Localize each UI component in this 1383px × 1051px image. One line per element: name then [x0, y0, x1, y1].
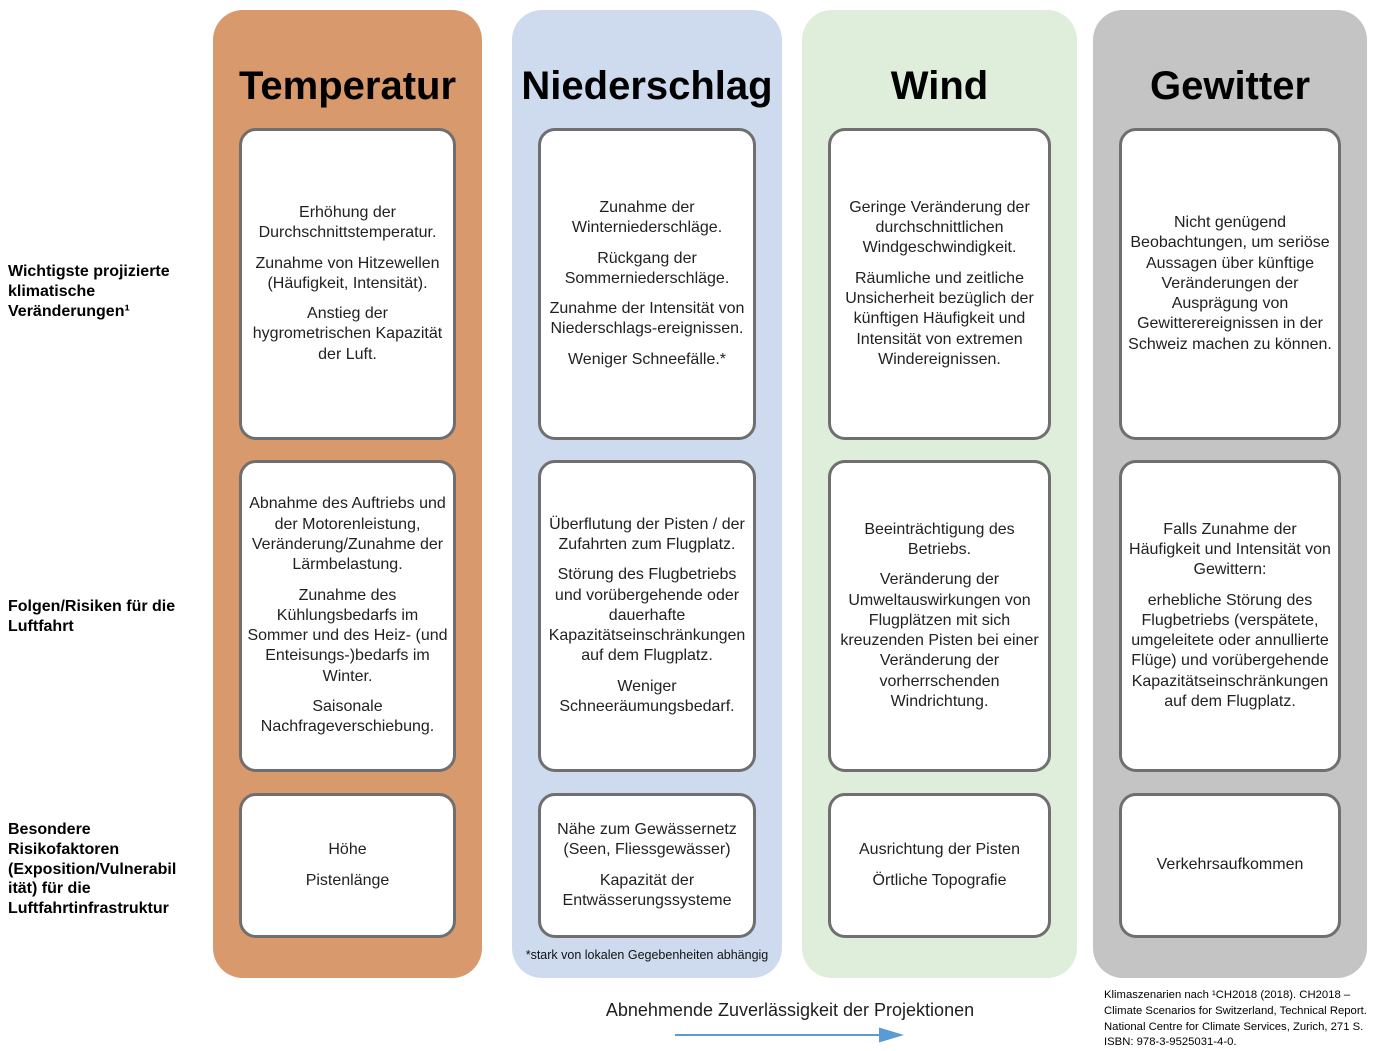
- card-paragraph: Geringe Veränderung der durchschnittlich…: [849, 198, 1030, 257]
- card-paragraph: Höhe: [328, 841, 367, 859]
- card-wind-climate-changes: Geringe Veränderung der durchschnittlich…: [828, 128, 1051, 440]
- card-paragraph: Saisonale Nachfrageverschiebung.: [260, 698, 435, 736]
- card-paragraph: Zunahme des Kühlungsbedarfs im Sommer un…: [247, 586, 448, 685]
- card-paragraph: erhebliche Störung des Flugbetriebs (ver…: [1131, 591, 1329, 711]
- card-paragraph: Nicht genügend Beobachtungen, um seriöse…: [1128, 213, 1332, 353]
- row-label-projected-climate-changes: Wichtigste projizierte klimatische Verän…: [8, 263, 170, 320]
- column-title-niederschlag: Niederschlag: [521, 64, 773, 108]
- card-paragraph: Weniger Schneefälle.*: [567, 350, 727, 368]
- card-paragraph: Rückgang der Sommerniederschläge.: [564, 249, 730, 287]
- card-paragraph: Pistenlänge: [305, 871, 390, 889]
- card-paragraph: Verkehrsaufkommen: [1156, 856, 1304, 874]
- card-paragraph: Räumliche und zeitliche Unsicherheit bez…: [845, 269, 1034, 368]
- card-paragraph: Örtliche Topografie: [872, 871, 1007, 889]
- card-paragraph: Zunahme der Intensität von Niederschlags…: [549, 300, 745, 338]
- card-paragraph: Nähe zum Gewässernetz (Seen, Fliessgewäs…: [557, 820, 737, 859]
- row-label-special-risk-factors: Besondere Risikofaktoren (Exposition/Vul…: [8, 821, 177, 918]
- card-paragraph: Veränderung der Umweltauswirkungen von F…: [840, 571, 1039, 711]
- card-paragraph: Überflutung der Pisten / der Zufahrten z…: [549, 515, 745, 553]
- card-paragraph: Störung des Flugbetriebs und vorübergehe…: [548, 566, 746, 665]
- reliability-arrow-label: Abnehmende Zuverlässigkeit der Projektio…: [605, 1000, 975, 1020]
- card-paragraph: Ausrichtung der Pisten: [859, 841, 1020, 859]
- card-gewitter-risks: Falls Zunahme der Häufigkeit und Intensi…: [1119, 460, 1341, 772]
- card-paragraph: Anstieg der hygrometrischen Kapazität de…: [252, 305, 443, 363]
- card-gewitter-risk-factors: Verkehrsaufkommen: [1119, 793, 1341, 938]
- card-paragraph: Zunahme von Hitzewellen (Häufigkeit, Int…: [255, 254, 440, 292]
- card-niederschlag-risks: Überflutung der Pisten / der Zufahrten z…: [538, 460, 756, 772]
- card-wind-risks: Beeinträchtigung des Betriebs. Veränderun…: [828, 460, 1051, 772]
- row-label-aviation-risks: Folgen/Risiken für die Luftfahrt: [8, 598, 176, 635]
- source-note: Klimaszenarien nach ¹CH2018 (2018). CH20…: [1104, 989, 1367, 1049]
- column-title-gewitter: Gewitter: [1149, 64, 1311, 108]
- column-title-temperatur: Temperatur: [238, 64, 457, 108]
- card-paragraph: Zunahme der Winterniederschläge.: [571, 198, 723, 237]
- card-paragraph: Falls Zunahme der Häufigkeit und Intensi…: [1129, 520, 1331, 579]
- card-niederschlag-climate-changes: Zunahme der Winterniederschläge. Rückgang…: [538, 128, 756, 440]
- card-gewitter-climate-changes: Nicht genügend Beobachtungen, um seriöse…: [1119, 128, 1341, 440]
- card-paragraph: Weniger Schneeräumungsbedarf.: [559, 677, 735, 716]
- card-temperatur-climate-changes: Erhöhung der Durchschnittstemperatur. Zun…: [239, 128, 456, 440]
- card-paragraph: Beeinträchtigung des Betriebs.: [864, 520, 1015, 558]
- column-niederschlag: Niederschlag Zunahme der Winterniedersch…: [512, 10, 782, 978]
- local-conditions-footnote: *stark von lokalen Gegebenheiten abhängi…: [525, 948, 769, 962]
- column-wind: Wind Geringe Veränderung der durchschnit…: [802, 10, 1077, 978]
- column-title-wind: Wind: [890, 64, 989, 108]
- column-temperatur: Temperatur Erhöhung der Durchschnittstem…: [213, 10, 482, 978]
- card-paragraph: Erhöhung der Durchschnittstemperatur.: [258, 203, 437, 242]
- card-paragraph: Abnahme des Auftriebs und der Motorenlei…: [249, 495, 446, 574]
- arrow-right-icon: [675, 1026, 905, 1044]
- column-gewitter: Gewitter Nicht genügend Beobachtungen, u…: [1093, 10, 1367, 978]
- card-temperatur-risks: Abnahme des Auftriebs und der Motorenlei…: [239, 460, 456, 772]
- card-paragraph: Kapazität der Entwässerungssysteme: [562, 871, 732, 909]
- card-niederschlag-risk-factors: Nähe zum Gewässernetz (Seen, Fliessgewäs…: [538, 793, 756, 938]
